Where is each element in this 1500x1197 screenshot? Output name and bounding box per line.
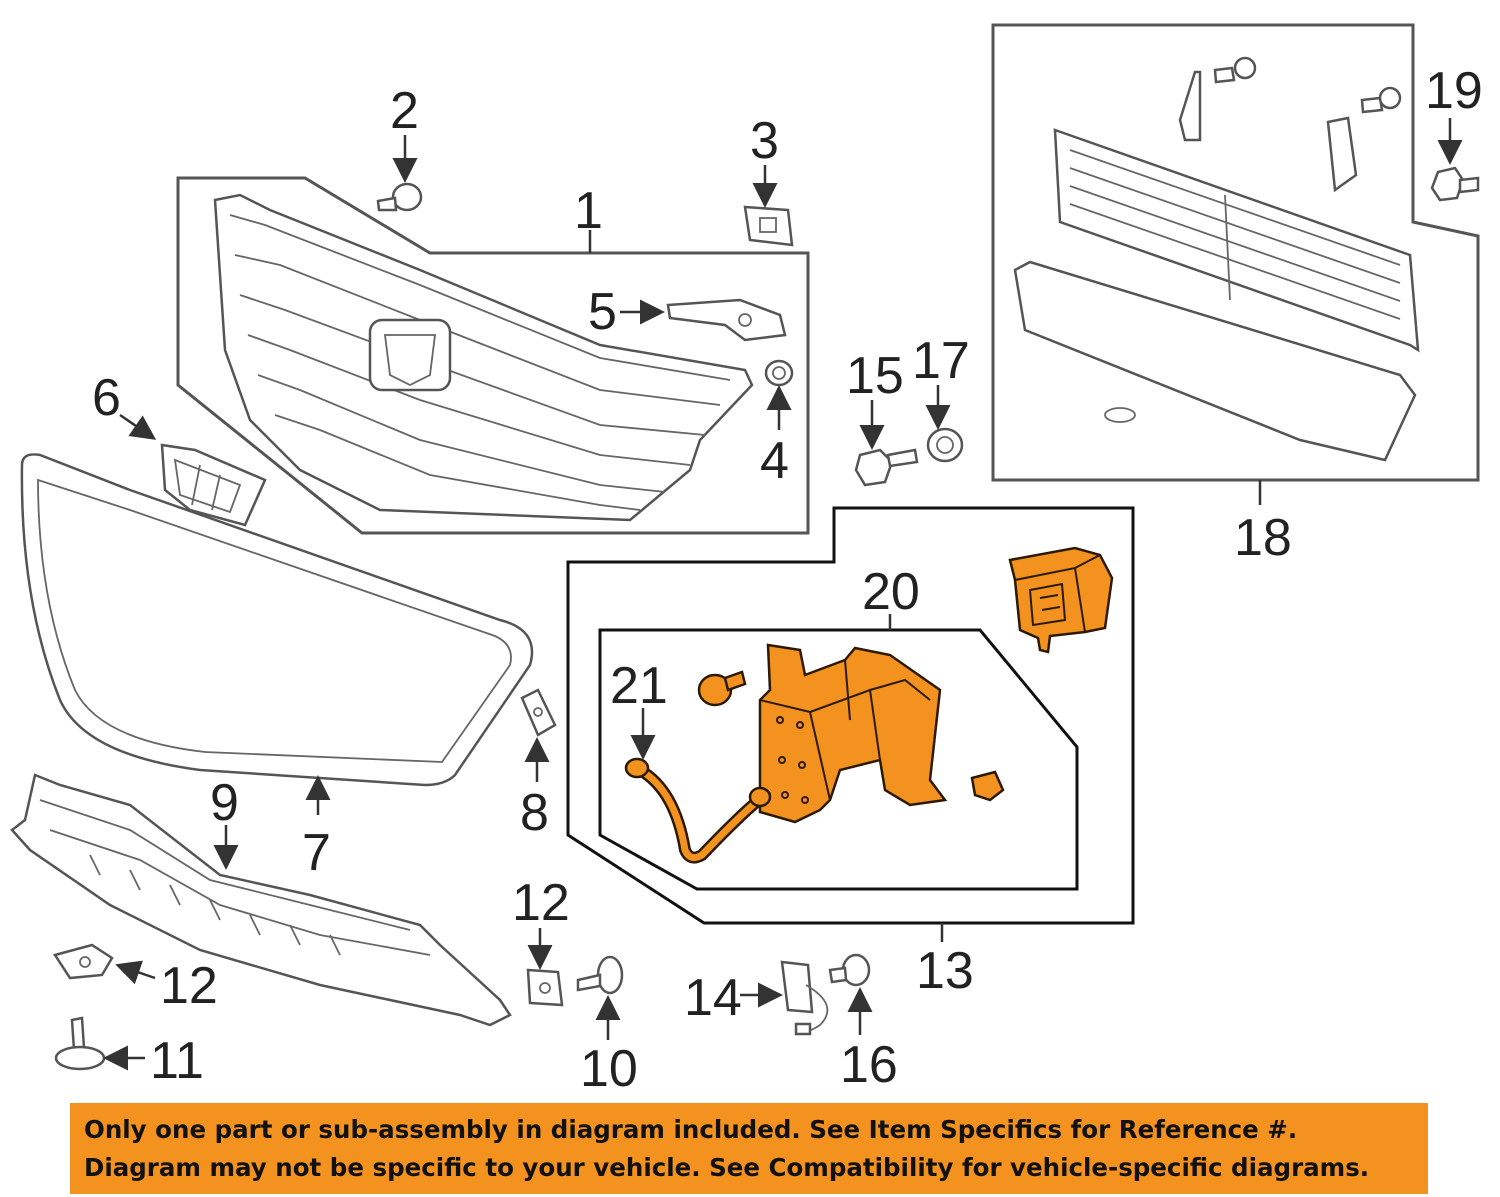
lower-grille-part-9 (10, 773, 512, 1027)
clip-part-3 (743, 205, 794, 247)
shutter-assembly-part (1013, 56, 1420, 462)
bolt-part-15 (854, 448, 919, 487)
disclaimer-line-1: Only one part or sub-assembly in diagram… (84, 1115, 1298, 1144)
sensor-part-14 (780, 960, 829, 1036)
push-pin-part-2 (376, 182, 423, 212)
callout-5: 5 (588, 283, 617, 341)
callout-7: 7 (302, 824, 331, 882)
callout-3: 3 (750, 112, 779, 170)
highlighted-bracket-part-20[interactable] (758, 643, 948, 824)
group-box-20 (598, 628, 1079, 891)
callout-16: 16 (840, 1036, 898, 1094)
callout-10: 10 (580, 1040, 638, 1098)
callout-1: 1 (574, 182, 603, 240)
callout-8: 8 (520, 784, 549, 842)
bolt-part-19 (1430, 166, 1480, 202)
callout-14: 14 (684, 969, 742, 1027)
parts-diagram: 2 3 1 5 4 6 7 8 (10, 23, 1483, 1098)
callout-15: 15 (846, 347, 904, 405)
grommet-part-4 (764, 359, 794, 387)
callout-12-mid: 12 (512, 874, 570, 932)
group-box-13 (566, 506, 1135, 925)
callout-11: 11 (150, 1032, 204, 1090)
disclaimer-line-2: Diagram may not be specific to your vehi… (84, 1153, 1370, 1182)
upper-grille-part (213, 193, 754, 522)
callout-19: 19 (1425, 62, 1483, 120)
group-box-18 (991, 23, 1480, 482)
push-pin-part-16 (828, 953, 871, 987)
callout-2: 2 (390, 82, 419, 140)
highlighted-hose-part-21[interactable] (624, 757, 772, 864)
group-box-1 (176, 176, 810, 535)
highlighted-camera-part[interactable] (1008, 546, 1114, 654)
highlighted-clip-part[interactable] (970, 770, 1005, 802)
callout-6: 6 (92, 369, 121, 427)
clip-part-12-mid (526, 968, 564, 1007)
clip-part-8 (520, 688, 557, 737)
screw-part-11 (54, 1016, 106, 1071)
push-pin-part-10 (576, 955, 624, 995)
callout-12-left: 12 (160, 957, 218, 1015)
callout-13: 13 (916, 942, 974, 1000)
callout-17: 17 (912, 332, 970, 390)
callout-21: 21 (610, 657, 668, 715)
emblem-part-6 (160, 443, 267, 527)
nut-part-17 (926, 427, 964, 463)
highlighted-screw-part[interactable] (697, 670, 747, 707)
callout-9: 9 (210, 774, 239, 832)
disclaimer-banner: Only one part or sub-assembly in diagram… (70, 1103, 1428, 1194)
callout-4: 4 (760, 432, 789, 490)
clip-part-12-left (53, 943, 114, 980)
callout-20: 20 (862, 563, 920, 621)
callout-18: 18 (1234, 509, 1292, 567)
bracket-part-5 (666, 298, 787, 342)
